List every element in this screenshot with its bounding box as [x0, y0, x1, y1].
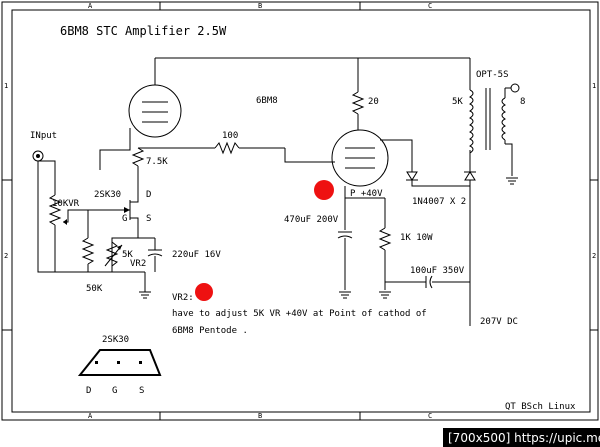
col-label-a-top: A [88, 2, 93, 10]
tube-label: 6BM8 [256, 96, 278, 106]
pinout-title: 2SK30 [102, 335, 129, 345]
row-label-1-right: 1 [592, 82, 596, 90]
red-marker-vr2-note [195, 283, 213, 301]
input-label: INput [30, 131, 57, 141]
opt-label: OPT-5S [476, 70, 509, 80]
fet-d-label: D [146, 190, 151, 200]
pin-s-label: S [139, 386, 144, 396]
triode-tube-symbol [128, 57, 470, 138]
r-20-label: 20 [368, 97, 379, 107]
red-marker-p-node [314, 180, 334, 200]
diode-label: 1N4007 X 2 [412, 197, 466, 207]
fet-g-label: G [122, 214, 127, 224]
vr2-value-label: 5K [122, 250, 133, 260]
note-line-1: have to adjust 5K VR +40V at Point of ca… [172, 309, 427, 319]
watermark-text: [700x500] https://upic.me/ [448, 431, 600, 445]
ground-symbols [139, 177, 518, 299]
r-100-label: 100 [222, 131, 238, 141]
r-1k-label: 1K 10W [400, 233, 433, 243]
triode-stage: 7.5K 100 [99, 128, 335, 170]
fet-2sk30: 2SK30 D G S [94, 170, 151, 234]
cap-100-label: 100uF 350V [410, 266, 465, 276]
fet-pinout-diagram: 2SK30 D G S [77, 335, 162, 396]
schematic-title: 6BM8 STC Amplifier 2.5W [60, 24, 227, 38]
col-label-c-top: C [428, 2, 432, 10]
col-label-c-bottom: C [428, 412, 432, 420]
fet-s-label: S [146, 214, 151, 224]
col-label-b-top: B [258, 2, 262, 10]
cap-220-label: 220uF 16V [172, 250, 221, 260]
row-label-2-left: 2 [4, 252, 8, 260]
source-network: 5K VR2 220uF 16V [104, 234, 221, 292]
vr2-name-label: VR2 [130, 259, 146, 269]
pin-g-label: G [112, 386, 117, 396]
row-label-1-left: 1 [4, 82, 8, 90]
col-label-a-bottom: A [88, 412, 93, 420]
pin-d-label: D [86, 386, 91, 396]
note-lead: VR2: [172, 293, 194, 303]
b-plus-label: 207V DC [480, 317, 518, 327]
sheet-border [1, 1, 599, 421]
diode-bplus: 1N4007 X 2 207V DC [406, 150, 518, 327]
pentode-tube-symbol: 6BM8 20 P +40V [256, 58, 413, 199]
vr1-label: 10KVR [52, 199, 80, 209]
footer-tool-label: QT BSch Linux [505, 402, 576, 412]
r-7k5-label: 7.5K [146, 157, 168, 167]
fet-label: 2SK30 [94, 190, 121, 200]
col-label-b-bottom: B [258, 412, 262, 420]
adjustment-note: VR2: have to adjust 5K VR +40V at Point … [172, 293, 427, 336]
cap-470-label: 470uF 200V [284, 215, 339, 225]
row-label-2-right: 2 [592, 252, 596, 260]
opt-primary-label: 5K [452, 97, 463, 107]
border-labels: A B C A B C 1 1 2 2 [4, 2, 596, 420]
input-section: INput 10KVR 50K [30, 131, 145, 294]
cathode-network: 470uF 200V 1K 10W 100uF 350V [284, 198, 470, 290]
watermark-badge: [700x500] https://upic.me/ [443, 428, 600, 447]
output-transformer: OPT-5S 5K 8 [452, 58, 525, 176]
opt-secondary-label: 8 [520, 97, 525, 107]
r-50k-label: 50K [86, 284, 103, 294]
p-node-label: P +40V [350, 189, 383, 199]
note-line-2: 6BM8 Pentode . [172, 326, 248, 336]
